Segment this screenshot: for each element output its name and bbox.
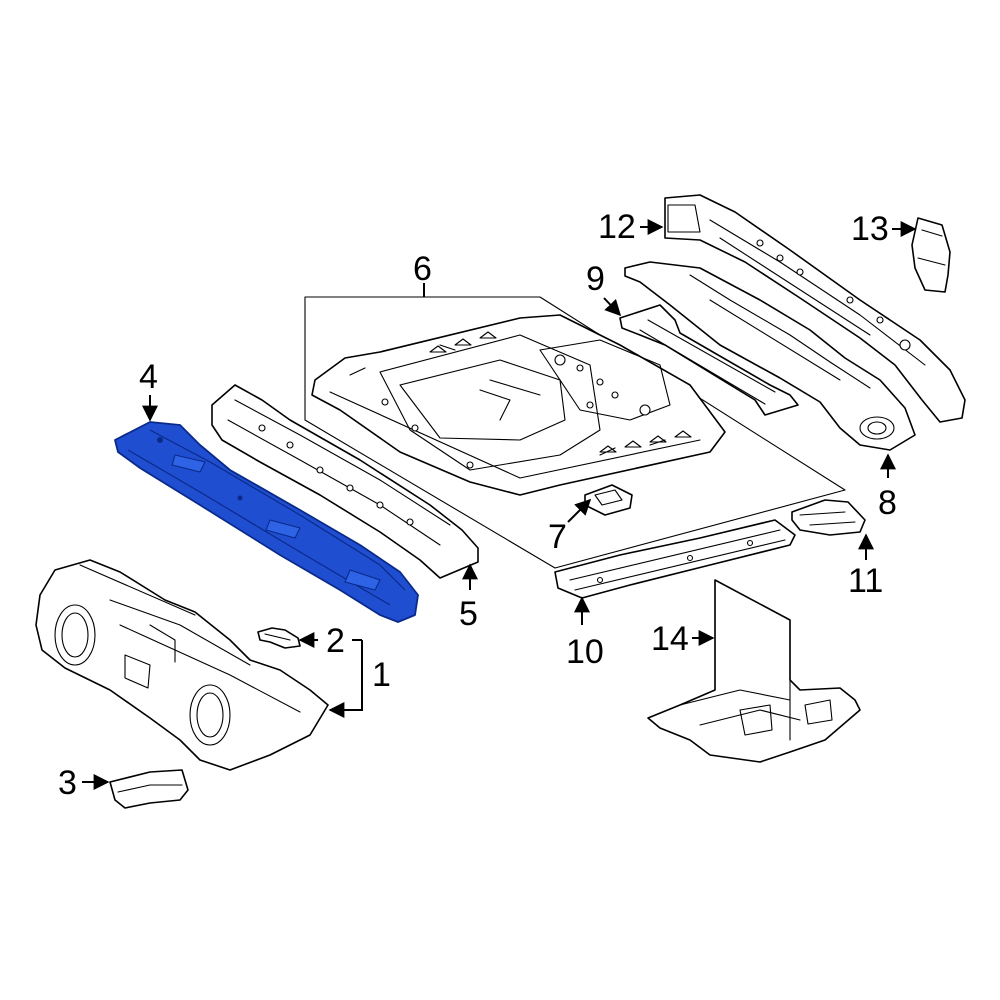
callout-3: 3 bbox=[58, 764, 110, 802]
part-3-bracket[interactable] bbox=[109, 769, 189, 809]
callout-12: 12 bbox=[598, 208, 664, 246]
callout-6: 6 bbox=[413, 250, 432, 297]
callout-label-6: 6 bbox=[413, 250, 432, 288]
callout-4: 4 bbox=[139, 358, 158, 422]
callout-14: 14 bbox=[651, 620, 715, 658]
callout-label-8: 8 bbox=[878, 484, 897, 522]
part-10-rear-crossmember[interactable] bbox=[554, 519, 796, 599]
callout-label-13: 13 bbox=[851, 210, 889, 248]
part-14-battery-tray[interactable] bbox=[647, 579, 861, 763]
callout-label-11: 11 bbox=[848, 562, 883, 600]
callout-1: 1 bbox=[328, 639, 391, 718]
callout-label-2: 2 bbox=[326, 622, 345, 660]
callout-label-4: 4 bbox=[139, 358, 158, 396]
callout-label-12: 12 bbox=[598, 208, 636, 246]
part-9-crossmember[interactable] bbox=[619, 304, 799, 416]
callout-8: 8 bbox=[878, 453, 897, 522]
callout-label-14: 14 bbox=[651, 620, 689, 658]
callout-label-10: 10 bbox=[566, 633, 604, 671]
callout-10: 10 bbox=[566, 596, 604, 671]
part-11-bracket[interactable] bbox=[791, 499, 866, 536]
part-7-bracket[interactable] bbox=[584, 484, 633, 516]
part-4-floor-crossmember[interactable] bbox=[114, 421, 419, 623]
callout-9: 9 bbox=[586, 260, 622, 317]
callout-7: 7 bbox=[548, 498, 592, 556]
part-2-bracket[interactable] bbox=[257, 627, 301, 649]
part-4-fill bbox=[114, 421, 419, 623]
callout-5: 5 bbox=[459, 563, 478, 633]
callout-label-3: 3 bbox=[58, 764, 77, 802]
callout-11: 11 bbox=[848, 533, 883, 600]
callout-label-5: 5 bbox=[459, 595, 478, 633]
callout-13: 13 bbox=[851, 210, 917, 248]
part-13-bracket[interactable] bbox=[911, 217, 951, 293]
callout-2: 2 bbox=[298, 622, 345, 660]
part-6-floor-pan[interactable] bbox=[304, 296, 846, 569]
callout-label-9: 9 bbox=[586, 260, 605, 298]
part-12-side-member[interactable] bbox=[664, 194, 966, 423]
part-1-rear-floor-pan[interactable] bbox=[35, 559, 329, 771]
callout-label-1: 1 bbox=[372, 656, 391, 694]
callout-label-7: 7 bbox=[548, 518, 567, 556]
part-5-side-rail[interactable] bbox=[211, 384, 479, 579]
part-8-rear-rail[interactable] bbox=[624, 261, 916, 451]
